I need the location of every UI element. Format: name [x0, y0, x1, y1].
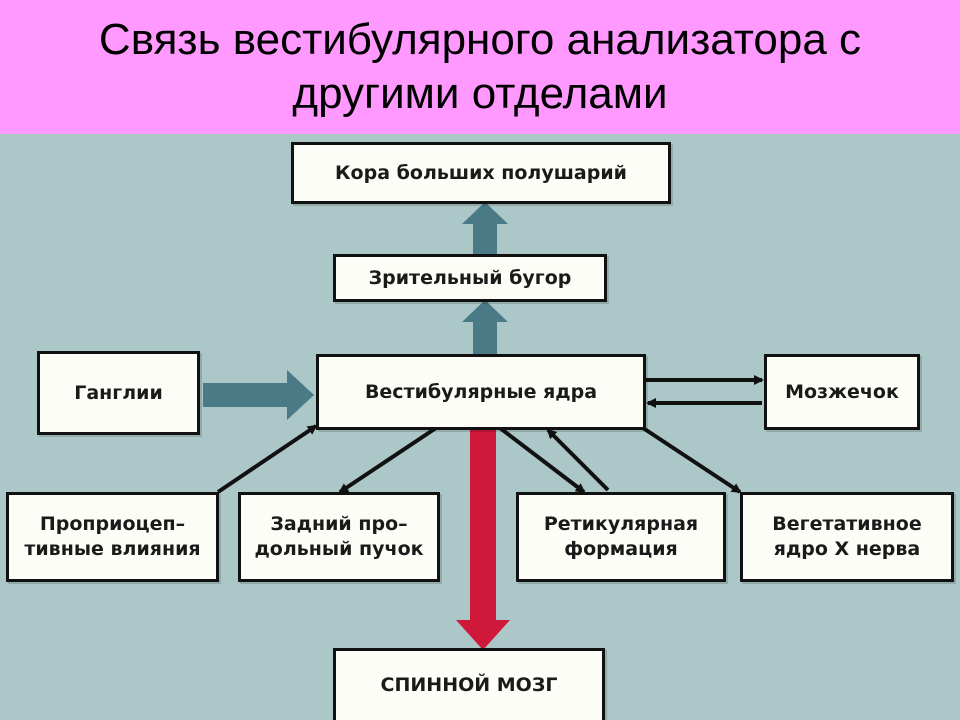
slide-title-line-2: другими отделами: [292, 69, 668, 118]
arrow-nuclei-to-posterior-bundle: [338, 426, 438, 494]
arrow-nuclei-to-reticular: [498, 426, 586, 494]
node-cortex: Кора больших полушарий: [291, 142, 671, 204]
node-cortex-label: Кора больших полушарий: [335, 161, 627, 184]
node-posterior-bundle-label-2: дольный пучок: [254, 538, 424, 560]
node-cerebellum-label: Мозжечок: [785, 380, 899, 403]
node-posterior-bundle-label-1: Задний про–: [270, 513, 408, 535]
node-proprioceptive-label-1: Проприоцеп–: [39, 513, 186, 535]
node-vegetative-label-2: ядро Х нерва: [773, 538, 921, 560]
arrow-nuclei-to-thalamus: [462, 300, 508, 354]
node-ganglia: Ганглии: [37, 351, 200, 435]
arrow-nuclei-to-spinal-cord: [456, 430, 510, 650]
node-vestibular-nuclei: Вестибулярные ядра: [316, 354, 646, 430]
arrow-proprioceptive-to-nuclei: [216, 424, 318, 494]
node-vegetative-label-1: Вегетативное: [772, 513, 922, 535]
node-posterior-bundle: Задний про– дольный пучок: [238, 492, 440, 582]
node-spinal-cord: СПИННОЙ МОЗГ: [333, 648, 605, 720]
diagram-area: Кора больших полушарий Зрительный бугор …: [0, 134, 960, 720]
arrow-nuclei-to-vegetative: [638, 424, 742, 494]
node-spinal-cord-label: СПИННОЙ МОЗГ: [380, 674, 558, 696]
arrow-reticular-to-nuclei: [546, 428, 610, 492]
node-thalamus: Зрительный бугор: [333, 254, 607, 302]
slide-title-line-1: Связь вестибулярного анализатора с: [98, 15, 862, 64]
node-vegetative: Вегетативное ядро Х нерва: [740, 492, 954, 582]
node-cerebellum: Мозжечок: [764, 354, 920, 430]
node-ganglia-label: Ганглии: [74, 381, 163, 404]
title-banner: Связь вестибулярного анализатора с други…: [0, 0, 960, 134]
node-reticular-label-2: формация: [564, 538, 678, 560]
arrow-ganglia-to-nuclei: [203, 370, 314, 420]
node-reticular: Ретикулярная формация: [516, 492, 726, 582]
node-proprioceptive-label-2: тивные влияния: [24, 538, 201, 560]
arrow-thalamus-to-cortex: [462, 202, 508, 254]
node-reticular-label-1: Ретикулярная: [543, 513, 699, 535]
node-vestibular-nuclei-label: Вестибулярные ядра: [364, 380, 598, 403]
node-proprioceptive: Проприоцеп– тивные влияния: [6, 492, 219, 582]
node-thalamus-label: Зрительный бугор: [368, 266, 572, 289]
connection-arrows: [203, 202, 764, 650]
